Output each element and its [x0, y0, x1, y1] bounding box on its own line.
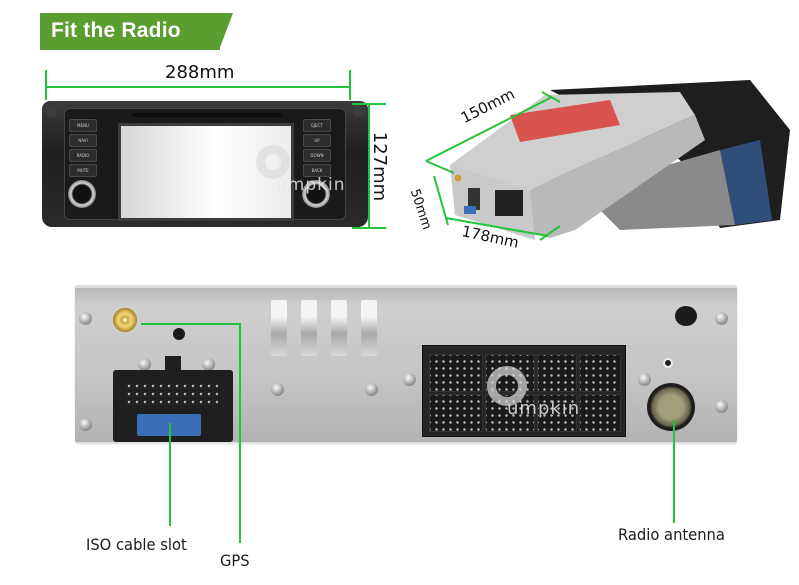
iso-cable-slot-label: ISO cable slot — [86, 535, 187, 554]
antenna-indicator-hole — [663, 358, 673, 368]
screw — [79, 312, 92, 325]
chassis-top — [450, 92, 695, 190]
screw — [638, 373, 651, 386]
radio-antenna-label: Radio antenna — [618, 525, 725, 544]
width-tick — [539, 225, 561, 241]
connector-cell — [537, 354, 577, 392]
screw — [138, 358, 151, 371]
pumpkin-watermark-front: umpkin — [276, 175, 346, 195]
front-width-label: 288mm — [165, 62, 235, 83]
pumpkin-logo-mark — [256, 145, 290, 179]
down-button[interactable]: DOWN — [303, 149, 331, 162]
chassis-label-sticker — [510, 100, 620, 142]
vent-slot — [271, 300, 287, 356]
radio-callout-line — [673, 420, 675, 523]
height-dimension-tick-bottom — [352, 227, 386, 229]
main-harness-connector[interactable] — [422, 345, 626, 437]
section-title: Fit the Radio — [51, 19, 181, 42]
mount-ear-right — [353, 105, 365, 117]
iso-callout-line — [169, 423, 171, 526]
width-dimension-line — [445, 217, 549, 237]
gps-callout-line-horizontal — [141, 323, 240, 325]
screw — [403, 373, 416, 386]
front-height-label: 127mm — [369, 131, 391, 202]
iso-connector-tab — [165, 356, 181, 372]
gps-antenna-port[interactable] — [113, 308, 137, 332]
back-button[interactable]: BACK — [303, 164, 331, 177]
chassis-rear — [450, 165, 535, 240]
up-button[interactable]: UP — [303, 134, 331, 147]
rear-connector — [495, 190, 523, 216]
height-dimension-line — [433, 175, 449, 226]
pumpkin-logo-mark-rear — [487, 366, 527, 406]
side-view: 150mm 50mm 178mm — [407, 80, 790, 252]
connector-cell — [579, 394, 621, 432]
eject-button[interactable]: EJECT — [303, 119, 331, 132]
connector-cell — [429, 394, 483, 432]
width-dimension-tick-left — [45, 70, 47, 100]
connector-cell — [429, 354, 483, 392]
radio-antenna-port[interactable] — [647, 383, 695, 431]
width-dimension-tick-right — [349, 70, 351, 100]
pumpkin-watermark-rear: umpkin — [507, 398, 581, 419]
iso-blue-small — [464, 206, 476, 214]
connector-cell — [537, 394, 577, 432]
rear-panel: umpkin — [75, 285, 737, 442]
side-view-drawing — [425, 80, 790, 241]
vent-slot — [331, 300, 347, 356]
radio-front-panel: MENU NAVI RADIO MUTE EJECT UP DOWN BACK — [42, 101, 368, 227]
vent-slot — [361, 300, 377, 356]
underside-shadow — [580, 150, 735, 230]
vent-slot — [301, 300, 317, 356]
screw — [715, 312, 728, 325]
tune-knob[interactable] — [302, 180, 330, 208]
gps-label: GPS — [220, 551, 250, 570]
width-dimension-line — [45, 86, 350, 88]
gps-port-small — [454, 174, 462, 182]
screw — [202, 358, 215, 371]
radio-button[interactable]: RADIO — [69, 149, 97, 162]
disc-slot — [132, 113, 282, 117]
screw — [79, 418, 92, 431]
menu-button[interactable]: MENU — [69, 119, 97, 132]
screw — [365, 383, 378, 396]
screw — [271, 383, 284, 396]
gps-hole — [173, 328, 185, 340]
screen-edge — [720, 140, 772, 225]
depth-tick-end — [541, 91, 561, 103]
mount-ear-left — [45, 105, 57, 117]
section-banner: Fit the Radio — [40, 13, 233, 50]
height-dimension-tick-top — [352, 103, 386, 105]
connector-cell — [579, 354, 621, 392]
depth-tick — [425, 160, 455, 174]
iso-connector-small — [468, 188, 480, 210]
reset-button[interactable] — [675, 306, 697, 326]
volume-knob[interactable] — [68, 180, 96, 208]
iso-cable-slot[interactable] — [113, 356, 233, 442]
navi-button[interactable]: NAVI — [69, 134, 97, 147]
depth-dimension-line — [425, 96, 553, 162]
screw — [715, 400, 728, 413]
height-dimension-line — [368, 103, 370, 228]
iso-pins — [125, 382, 221, 404]
gps-callout-line-vertical — [239, 323, 241, 543]
mute-button[interactable]: MUTE — [69, 164, 97, 177]
